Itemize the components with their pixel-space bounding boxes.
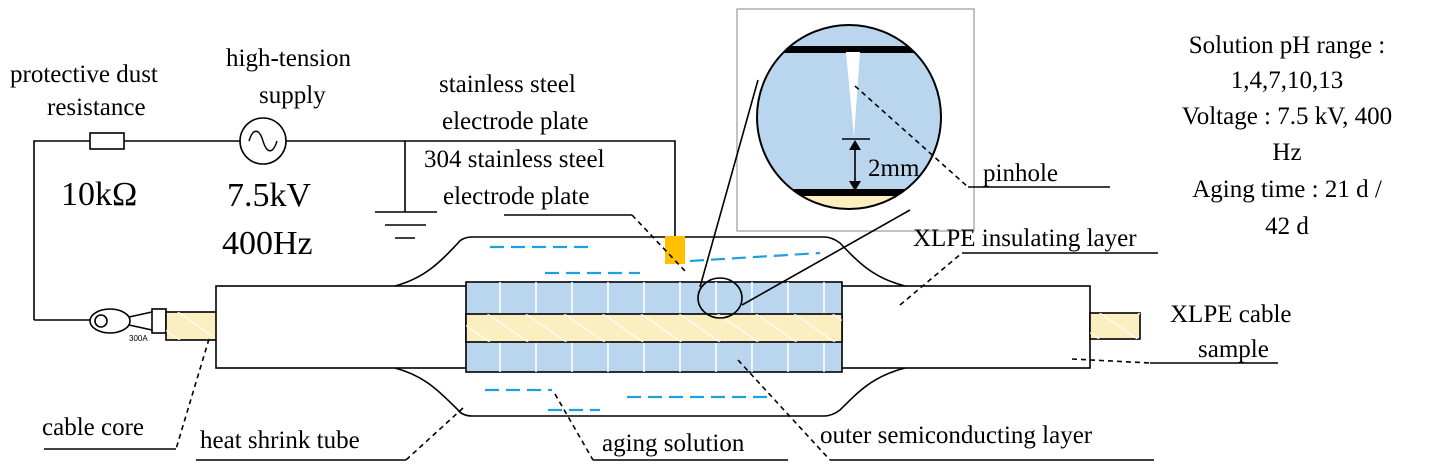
label-heat-shrink-tube: heat shrink tube [200, 427, 360, 454]
ac-source-icon [239, 117, 287, 165]
label-protective-dust-2: resistance [47, 94, 146, 121]
heat-shrink-tube [394, 236, 906, 417]
pinhole-inset [736, 8, 975, 232]
label-xlpe-sample-2: sample [1198, 336, 1269, 363]
stainless-electrode-plate [665, 236, 685, 264]
condition-line: Hz [1272, 139, 1301, 166]
cable-lug-icon: 300A [89, 308, 167, 343]
label-xlpe-insulating: XLPE insulating layer [913, 225, 1137, 252]
condition-line: Aging time : 21 d / [1192, 176, 1382, 203]
label-high-tension-1: high-tension [226, 45, 351, 72]
circuit-wiring [33, 140, 676, 321]
label-aging-solution: aging solution [602, 430, 745, 457]
magnifier-lens [697, 277, 743, 319]
label-outer-semiconducting: outer semiconducting layer [820, 422, 1093, 449]
leader-lines [44, 85, 1278, 461]
label-304-electrode-2: electrode plate [443, 183, 589, 210]
label-steel-electrode-2: electrode plate [442, 108, 588, 135]
label-xlpe-sample-1: XLPE cable [1170, 301, 1291, 328]
lug-marking: 300A [129, 334, 148, 343]
label-304-electrode-1: 304 stainless steel [424, 146, 605, 173]
condition-line: Voltage : 7.5 kV, 400 [1182, 103, 1392, 130]
label-steel-electrode-1: stainless steel [439, 71, 576, 98]
condition-line: Solution pH range : [1189, 32, 1386, 59]
condition-line: 1,4,7,10,13 [1231, 67, 1344, 94]
label-cable-core: cable core [42, 414, 144, 441]
label-high-tension-2: supply [259, 82, 326, 109]
label-resistance-value: 10kΩ [61, 176, 137, 213]
conditions-block: Solution pH range : 1,4,7,10,13 Voltage … [1182, 32, 1392, 240]
label-protective-dust-1: protective dust [10, 61, 158, 88]
label-supply-voltage: 7.5kV [227, 177, 312, 214]
label-pinhole: pinhole [983, 160, 1058, 187]
condition-line: 42 d [1265, 213, 1309, 240]
resistor-symbol [89, 132, 125, 150]
label-pinhole-distance: 2mm [868, 155, 920, 182]
ground-icon [375, 211, 437, 239]
aging-solution-dashes [485, 245, 821, 412]
label-supply-frequency: 400Hz [222, 225, 313, 262]
